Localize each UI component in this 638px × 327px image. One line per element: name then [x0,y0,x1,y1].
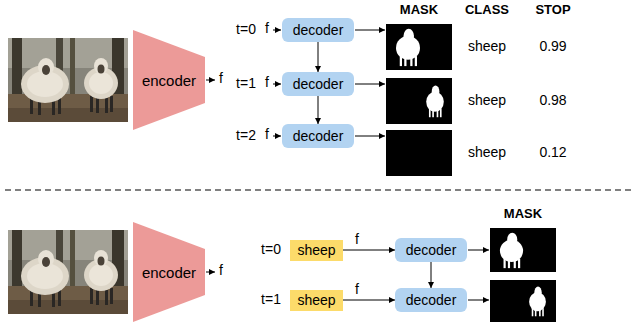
flow-arrow [318,96,319,124]
output-arrow [355,84,385,85]
stop-score: 0.99 [539,39,566,54]
encoder-shape [133,222,205,322]
flow-arrow [343,300,395,301]
step-label: t=2 [236,128,256,143]
stop-score: 0.12 [539,145,566,160]
mask-image [490,280,556,322]
feature-label: f [219,263,223,278]
decoder-box: decoder [282,124,354,148]
mask-silhouette [426,86,444,118]
node-text: decoder [293,128,344,144]
class-label: sheep [468,145,506,160]
feature-label: f [265,21,269,36]
column-header: MASK [400,3,438,17]
class-label: sheep [468,93,506,108]
mask-silhouette [500,233,523,268]
mask-image [386,130,452,176]
node-text: decoder [406,292,457,308]
feature-arrow [273,84,281,85]
mask-image [490,228,556,272]
column-header: MASK [504,207,542,221]
output-arrow [468,300,489,301]
sheep-photo [8,230,128,314]
mask-silhouette [396,29,420,66]
node-text: sheep [297,242,335,258]
decoder-box: decoder [282,18,354,42]
feature-arrows [273,30,385,136]
feature-arrow [206,80,215,81]
encoder-trapezoid: encoder [133,30,205,130]
stop-score: 0.98 [539,93,566,108]
mask-image [386,24,452,70]
flow-arrow [431,262,432,288]
encoder-trapezoid: encoder [133,222,205,322]
feature-label: f [265,75,269,90]
node-text: sheep [297,292,335,308]
column-header: CLASS [465,3,509,17]
feature-label: f [354,232,360,247]
node-text: encoder [142,72,196,89]
node-text: decoder [406,242,457,258]
output-arrow [468,250,489,251]
feature-arrow [273,30,281,31]
feature-arrow [273,136,281,137]
feature-arrow [206,272,215,273]
class-box: sheep [290,240,343,261]
step-label: t=1 [261,292,281,307]
class-box: sheep [290,290,343,311]
separator [5,190,633,191]
output-arrow [355,30,385,31]
node-text: decoder [293,76,344,92]
feature-label: f [354,282,360,297]
encoder-shape [133,30,205,130]
decoder-box: decoder [395,288,467,312]
flow-arrow [343,250,395,251]
feature-label: f [265,127,269,142]
column-header: STOP [535,3,570,17]
class-label: sheep [468,39,506,54]
step-label: t=0 [236,22,256,37]
decoder-box: decoder [395,238,467,262]
step-label: t=0 [261,242,281,257]
feature-label: f [219,71,223,86]
node-text: encoder [142,264,196,281]
mask-silhouette [529,286,546,316]
decoder-box: decoder [282,72,354,96]
flow-arrow [318,42,319,72]
node-text: decoder [293,22,344,38]
mask-image [386,78,452,124]
output-arrow [355,136,385,137]
step-label: t=1 [236,76,256,91]
sheep-photo [8,38,128,122]
